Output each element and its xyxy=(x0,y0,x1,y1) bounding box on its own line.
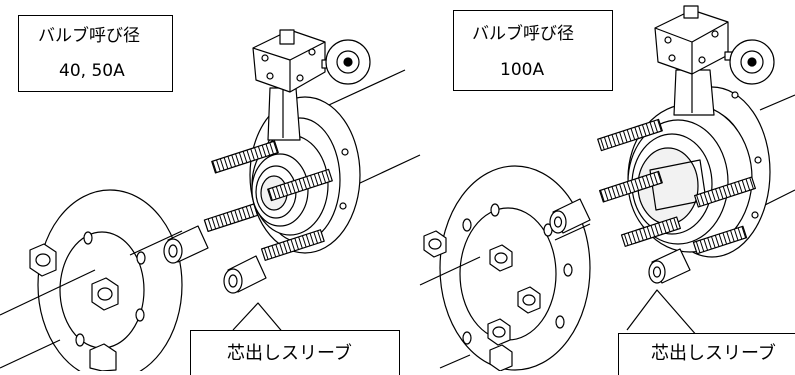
left-stud-bolt xyxy=(203,203,259,233)
right-stud-bolt xyxy=(599,170,663,203)
left-centering-sleeve-callout-label: 芯出しスリーブ xyxy=(227,343,352,364)
right-centering-sleeve-callout-box xyxy=(618,333,795,375)
left-valve-size-label-line1: バルブ呼び径 xyxy=(38,26,140,46)
right-centering-sleeves xyxy=(549,198,691,284)
right-hex-nut xyxy=(489,344,513,371)
right-pipe-upstream xyxy=(419,223,591,369)
left-hex-nut xyxy=(89,343,117,371)
left-pipe-upstream xyxy=(0,230,183,369)
left-valve-assembly xyxy=(0,29,421,371)
left-centering-sleeves xyxy=(163,225,267,294)
left-valve-size-label-box xyxy=(18,15,173,92)
right-valve-size-label-line2: 100A xyxy=(500,60,545,80)
left-stud-bolt xyxy=(211,140,279,174)
left-hex-nut xyxy=(91,277,119,311)
left-callout-leader xyxy=(232,302,286,336)
right-centering-sleeve xyxy=(648,248,691,284)
right-stud-bolt xyxy=(694,176,756,208)
right-centering-sleeve-callout-label: 芯出しスリーブ xyxy=(651,343,776,364)
left-valve-actuator xyxy=(252,29,326,93)
right-centering-sleeve xyxy=(549,198,591,234)
left-centering-sleeve-callout-box xyxy=(190,330,400,375)
right-stud-bolt xyxy=(597,118,663,152)
left-handwheel xyxy=(321,39,371,85)
left-stud-bolt xyxy=(260,229,325,261)
right-hex-nut xyxy=(423,230,447,258)
right-stud-bolt xyxy=(692,225,748,255)
right-valve-neck xyxy=(673,69,715,116)
right-handwheel xyxy=(724,39,775,85)
left-stud-bolt xyxy=(267,168,333,202)
right-valve-assembly xyxy=(419,5,795,371)
right-pipe-downstream xyxy=(759,94,795,206)
right-upstream-flange xyxy=(439,165,591,371)
left-centering-sleeve xyxy=(163,225,209,264)
right-valve-size-label-box xyxy=(453,10,613,91)
left-stud-bolts xyxy=(203,140,333,261)
right-hex-nut xyxy=(487,318,511,346)
right-callout-leader xyxy=(626,289,699,338)
right-valve-body xyxy=(627,103,753,253)
right-hex-nuts xyxy=(423,230,541,371)
right-valve-actuator xyxy=(654,5,729,75)
right-stud-bolt xyxy=(620,216,681,247)
left-centering-sleeve xyxy=(223,255,267,294)
right-stud-bolts xyxy=(597,118,756,255)
right-hex-nut xyxy=(489,244,513,272)
right-hex-nut xyxy=(517,286,541,314)
right-valve-size-label-line1: バルブ呼び径 xyxy=(472,24,574,44)
left-hex-nut xyxy=(29,243,57,277)
left-valve-size-label-line2: 40, 50A xyxy=(59,61,125,81)
left-hex-nuts xyxy=(29,243,119,371)
left-valve-neck xyxy=(267,87,301,141)
